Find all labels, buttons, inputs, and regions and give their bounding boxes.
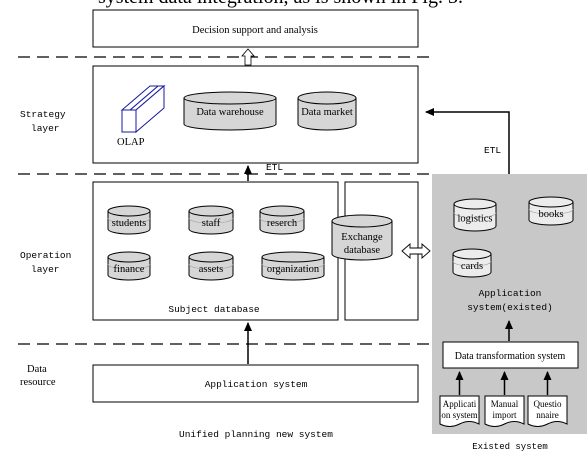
strategy-to-decision-arrow	[241, 48, 255, 66]
existed-item-1-cylinder	[453, 198, 497, 232]
application-system-label: Application system	[205, 379, 308, 390]
existed-item-2-label: books	[538, 209, 563, 220]
existed-app-label-line1: Application	[479, 288, 542, 299]
subject-database-label: Subject database	[168, 304, 260, 315]
source-document-1: Application system	[439, 395, 480, 427]
data-market-label: Data market	[301, 107, 353, 118]
olap-cube-icon	[120, 84, 166, 134]
data-resource-label-line2: resource	[20, 377, 56, 388]
exchange-database-label-line2: database	[344, 245, 380, 256]
subject-item-4-cylinder	[107, 251, 151, 281]
strategy-layer-label-line2: layer	[31, 123, 60, 134]
etl-center-label: ETL	[266, 162, 283, 173]
decision-support-box	[92, 9, 419, 48]
existed-to-strategy-arrow	[425, 108, 510, 174]
subject-item-2-label: staff	[202, 218, 221, 229]
source-document-3-line2: nnaire	[536, 410, 559, 420]
existed-item-1-label: logistics	[457, 214, 492, 225]
caption-fragment: system data integration, as is shown in …	[98, 0, 463, 8]
subject-database-items: students staff reserch finance assets organiz…	[107, 205, 325, 281]
source-document-3-line1: Questio	[534, 399, 562, 409]
subject-item-3-label: reserch	[267, 218, 298, 229]
data-resource-label: Data resource	[20, 364, 56, 388]
decision-support-label: Decision support and analysis	[192, 25, 318, 36]
existed-item-3-cylinder	[452, 248, 492, 278]
strategy-layer-label: Strategy layer	[20, 109, 66, 134]
subject-database-box	[92, 181, 339, 321]
subject-item-1-cylinder	[107, 205, 151, 235]
operation-layer-label: Operation layer	[20, 250, 71, 275]
subject-item-5-label: assets	[199, 264, 224, 275]
data-market-cylinder	[297, 91, 357, 131]
subject-item-5-cylinder	[188, 251, 234, 281]
source-document-2-line1: Manual	[491, 399, 519, 409]
strategy-layer-label-line1: Strategy	[20, 109, 66, 120]
subject-item-4-label: finance	[114, 264, 145, 275]
source-document-1-line1: Applicati	[443, 399, 477, 409]
exchange-database-label-line1: Exchange	[341, 232, 383, 243]
application-system-box	[92, 364, 419, 403]
exchange-database-cylinder	[331, 214, 393, 261]
source-document-2-line2: import	[493, 410, 517, 420]
operation-layer-label-line2: layer	[31, 264, 60, 275]
etl-right-label: ETL	[484, 145, 501, 156]
existed-source-documents: Application systemManualimportQuestionna…	[439, 371, 568, 427]
existed-app-label-line2: system(existed)	[467, 302, 553, 313]
existed-item-3-label: cards	[461, 261, 483, 272]
data-transformation-box	[442, 341, 579, 369]
operation-layer-label-line1: Operation	[20, 250, 71, 261]
data-warehouse-label: Data warehouse	[196, 107, 264, 118]
data-resource-label-line1: Data	[27, 364, 47, 375]
unified-system-caption: Unified planning new system	[179, 429, 333, 440]
subject-item-3-cylinder	[259, 205, 305, 235]
data-transformation-label: Data transformation system	[455, 351, 566, 362]
existed-system-items: logistics books cards	[452, 196, 574, 278]
subject-item-1-label: students	[112, 218, 146, 229]
source-document-1-line2: on system	[441, 410, 477, 420]
subject-item-6-label: organization	[267, 264, 320, 275]
subject-item-6-cylinder	[261, 251, 325, 281]
subject-item-2-cylinder	[188, 205, 234, 235]
olap-label: OLAP	[117, 137, 145, 148]
existed-system-caption: Existed system	[472, 442, 548, 452]
data-warehouse-cylinder	[183, 91, 277, 131]
exchange-double-arrow	[401, 243, 431, 259]
existed-item-2-cylinder	[528, 196, 574, 226]
